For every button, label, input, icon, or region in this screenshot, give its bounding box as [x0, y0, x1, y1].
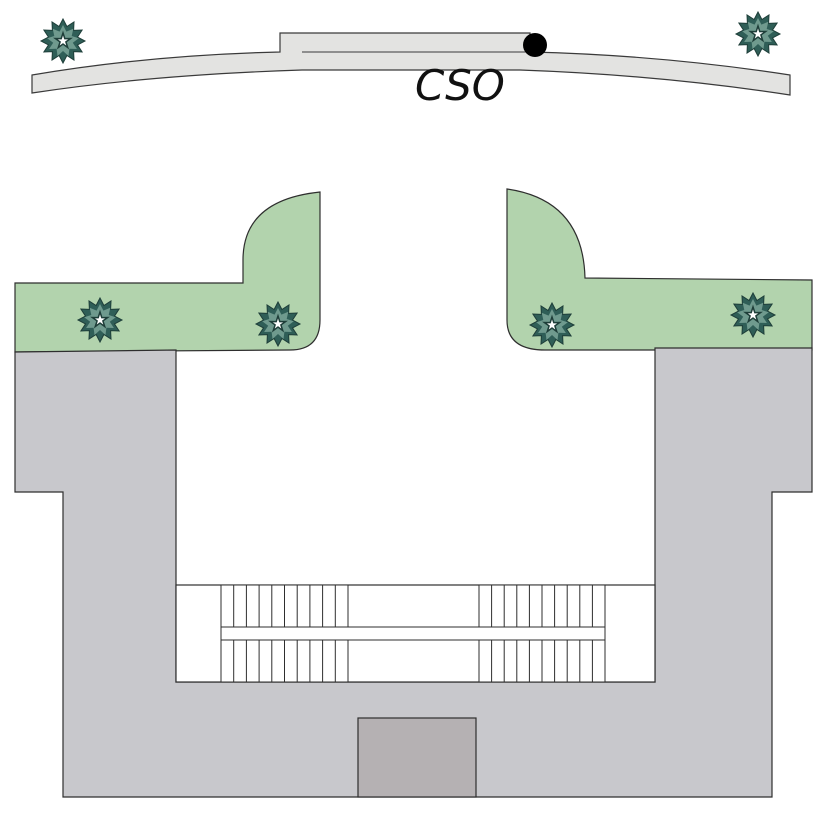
tree-trunk: [268, 313, 288, 333]
stair-landing: [220, 626, 606, 641]
tree-icon: [39, 17, 87, 65]
trees: [39, 10, 782, 349]
tree-icon: [76, 296, 124, 344]
cso-marker-dot[interactable]: [523, 33, 547, 57]
tree-icon: [254, 300, 302, 348]
stair-flights: [220, 584, 606, 683]
tree-trunk: [743, 304, 763, 324]
tree-trunk: [53, 30, 73, 50]
tree-icon: [528, 301, 576, 349]
top-road: [31, 32, 791, 96]
tree-icon: [734, 10, 782, 58]
cso-label: CSO: [415, 61, 505, 110]
tree-trunk: [748, 23, 768, 43]
tree-trunk: [542, 314, 562, 334]
tree-icon: [729, 291, 777, 339]
tree-trunk: [90, 309, 110, 329]
lawn-right: [506, 188, 813, 351]
building-entrance[interactable]: [357, 717, 477, 798]
